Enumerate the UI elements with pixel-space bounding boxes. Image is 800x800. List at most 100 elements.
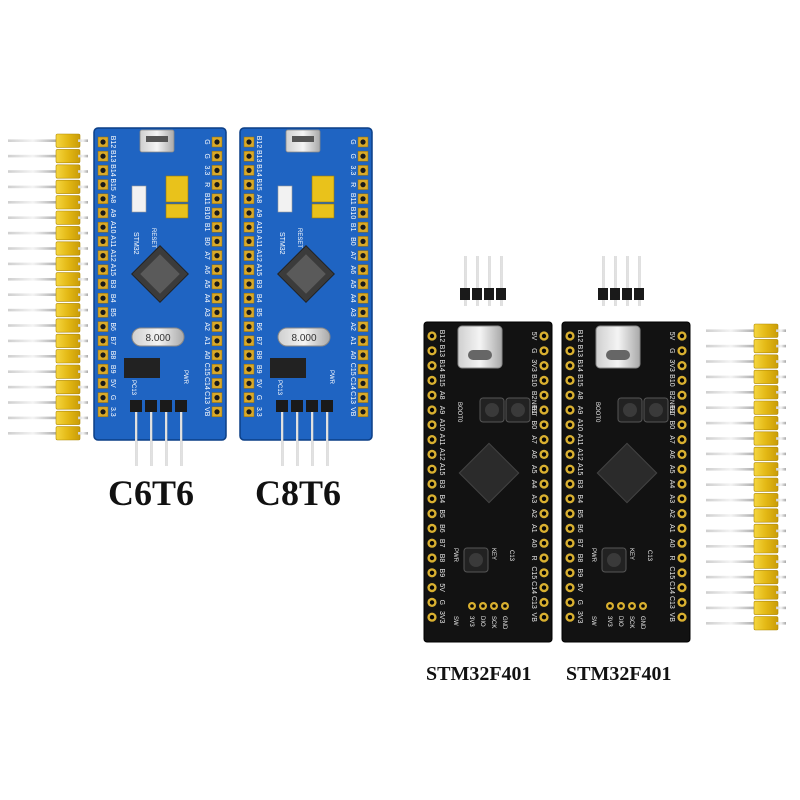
pin-label: R <box>530 555 537 560</box>
caption-stm32f401-left: STM32F401 <box>426 663 532 685</box>
pin-label: B4 <box>255 294 262 303</box>
pad-hole <box>100 238 106 244</box>
header-pin <box>8 339 58 343</box>
voltage-regulator <box>270 358 306 378</box>
swd-pin <box>614 256 617 306</box>
header-pin-short <box>776 606 786 610</box>
pad-hole <box>246 153 252 159</box>
usb-opening <box>146 136 168 142</box>
pin-label: B7 <box>438 539 445 548</box>
pin-label: B0 <box>203 237 210 246</box>
header-plastic <box>753 446 779 461</box>
header-pin <box>8 308 58 312</box>
pad-hole <box>214 295 220 301</box>
header-pin <box>8 139 58 142</box>
pad-hole <box>429 422 435 427</box>
pad-hole <box>567 393 573 398</box>
header-pin <box>706 498 756 502</box>
pad-hole <box>360 409 366 415</box>
pad-hole <box>429 585 435 590</box>
header-plastic <box>55 287 81 302</box>
pad-hole <box>541 378 547 383</box>
crystal <box>277 327 331 347</box>
swd-pin <box>638 256 641 306</box>
pin-label: R <box>349 182 356 187</box>
header-plastic <box>753 431 779 446</box>
header-plastic <box>753 523 779 538</box>
pin-label: A1 <box>530 524 537 533</box>
pad-hole <box>679 585 685 590</box>
pad-hole <box>100 338 106 344</box>
swd-pin <box>165 412 168 466</box>
swd-header-block <box>276 400 288 412</box>
pin-label: B10 <box>530 374 537 387</box>
pad-hole <box>567 437 573 442</box>
pin-label: G <box>203 153 210 158</box>
swd-header-block <box>472 288 482 300</box>
pad-hole <box>360 210 366 216</box>
pin-label: A11 <box>109 235 116 247</box>
pin-label: B8 <box>438 554 445 563</box>
label-c13: C13 <box>508 550 514 562</box>
pin-label: 5V <box>438 583 445 592</box>
header-plastic <box>55 303 81 318</box>
label-boot0: BOOT0 <box>456 402 462 423</box>
pin-label: G <box>576 600 583 605</box>
label-key: KEY <box>628 548 634 560</box>
header-pin <box>8 293 58 296</box>
pin-label: 5V <box>255 379 262 388</box>
pad-hole <box>214 139 220 145</box>
swd-header-block <box>460 288 470 300</box>
pin-label: A4 <box>530 480 537 489</box>
usb-opening <box>292 136 314 142</box>
pin-label: B12 <box>255 136 262 149</box>
pin-label: A7 <box>349 251 356 260</box>
pad-hole <box>214 167 220 173</box>
pad-hole <box>541 393 547 398</box>
pad-hole <box>541 363 547 368</box>
pad-hole <box>470 604 474 608</box>
swd-pin <box>500 256 503 306</box>
pad-hole <box>246 281 252 287</box>
header-plastic <box>753 477 779 492</box>
header-pin <box>8 216 58 219</box>
pad-hole <box>100 267 106 273</box>
pin-label: A2 <box>349 322 356 331</box>
pin-label: A3 <box>349 308 356 317</box>
crystal-label: 8.000 <box>145 333 170 344</box>
pad-hole <box>541 541 547 546</box>
header-plastic <box>753 554 779 569</box>
pad-hole <box>541 407 547 413</box>
pad-hole <box>567 452 573 457</box>
header-pin-short <box>776 421 786 425</box>
pad-hole <box>360 267 366 273</box>
pad-hole <box>360 196 366 202</box>
pad-hole <box>214 253 220 259</box>
pad-hole <box>567 363 573 368</box>
pin-label: B10 <box>668 374 675 387</box>
pad-hole <box>679 378 685 383</box>
pin-label: A15 <box>438 463 445 476</box>
pad-hole <box>100 196 106 202</box>
header-pin <box>706 591 756 594</box>
pad-hole <box>214 267 220 273</box>
pad-hole <box>567 333 573 339</box>
pad-hole <box>360 366 366 372</box>
pin-label: B14 <box>109 164 116 177</box>
pin-label: B4 <box>109 294 116 303</box>
pad-hole <box>360 352 366 358</box>
pin-label: B3 <box>576 480 583 489</box>
pin-label: G <box>349 139 356 144</box>
pad-hole <box>246 338 252 344</box>
pad-hole <box>100 352 106 358</box>
pin-label: A1 <box>668 524 675 533</box>
pad-hole <box>100 139 106 145</box>
pin-label: A8 <box>576 391 583 400</box>
pad-hole <box>429 555 435 561</box>
pad-hole <box>246 295 252 301</box>
pin-label: R <box>203 182 210 187</box>
pad-hole <box>679 496 685 501</box>
header-pin <box>8 247 58 250</box>
pad-hole <box>567 600 573 605</box>
header-pin-short <box>78 293 88 296</box>
